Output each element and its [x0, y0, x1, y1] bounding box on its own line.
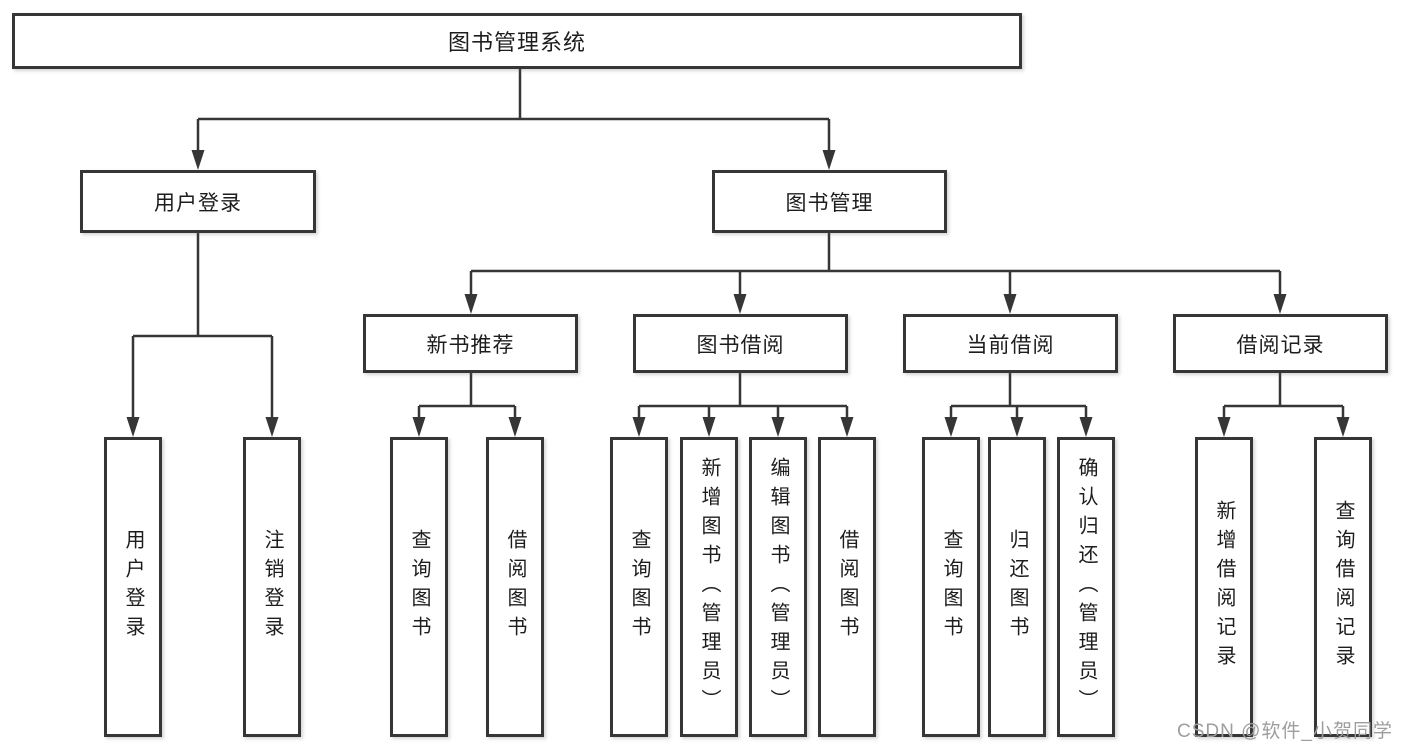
leaf-add-borrow-record-label: 新增借阅记录 [1213, 500, 1235, 674]
node-library-management-system-label: 图书管理系统 [447, 30, 586, 55]
node-book-borrowing: 图书借阅 [633, 314, 848, 373]
node-current-borrowing-label: 当前借阅 [966, 333, 1055, 357]
leaf-return-books: 归还图书 [988, 437, 1046, 737]
node-library-management-system: 图书管理系统 [12, 13, 1022, 69]
leaf-query-books-current-label: 查询图书 [940, 529, 962, 645]
leaf-add-borrow-record: 新增借阅记录 [1195, 437, 1253, 737]
leaf-query-borrow-record-label: 查询借阅记录 [1332, 500, 1354, 674]
leaf-user-login: 用户登录 [104, 437, 162, 737]
node-new-book-recommend-label: 新书推荐 [426, 333, 515, 357]
leaf-borrow-books-recommend-label: 借阅图书 [504, 529, 526, 645]
node-user-login: 用户登录 [80, 170, 316, 233]
leaf-confirm-return-admin: 确认归还（管理员） [1057, 437, 1115, 737]
leaf-add-books-admin: 新增图书（管理员） [680, 437, 738, 737]
leaf-logout-label: 注销登录 [261, 529, 283, 645]
node-book-management: 图书管理 [712, 170, 947, 233]
leaf-add-books-admin-label: 新增图书（管理员） [698, 456, 720, 718]
leaf-user-login-label: 用户登录 [122, 529, 144, 645]
leaf-query-books-recommend-label: 查询图书 [408, 529, 430, 645]
node-book-management-label: 图书管理 [785, 191, 874, 215]
leaf-logout: 注销登录 [243, 437, 301, 737]
node-current-borrowing: 当前借阅 [903, 314, 1118, 373]
leaf-query-books-borrowing: 查询图书 [610, 437, 668, 737]
node-borrowing-records-label: 借阅记录 [1236, 333, 1325, 357]
node-borrowing-records: 借阅记录 [1173, 314, 1388, 373]
leaf-borrow-books: 借阅图书 [818, 437, 876, 737]
leaf-return-books-label: 归还图书 [1006, 529, 1028, 645]
leaf-borrow-books-recommend: 借阅图书 [486, 437, 544, 737]
leaf-query-borrow-record: 查询借阅记录 [1314, 437, 1372, 737]
node-book-borrowing-label: 图书借阅 [696, 333, 785, 357]
leaf-confirm-return-admin-label: 确认归还（管理员） [1075, 456, 1097, 718]
leaf-edit-books-admin: 编辑图书（管理员） [749, 437, 807, 737]
leaf-borrow-books-label: 借阅图书 [836, 529, 858, 645]
leaf-query-books-borrowing-label: 查询图书 [628, 529, 650, 645]
csdn-watermark: CSDN @软件_小贺同学 [1177, 721, 1393, 742]
node-user-login-label: 用户登录 [154, 191, 242, 215]
leaf-query-books-recommend: 查询图书 [390, 437, 448, 737]
node-new-book-recommend: 新书推荐 [363, 314, 578, 373]
leaf-query-books-current: 查询图书 [922, 437, 980, 737]
leaf-edit-books-admin-label: 编辑图书（管理员） [767, 456, 789, 718]
